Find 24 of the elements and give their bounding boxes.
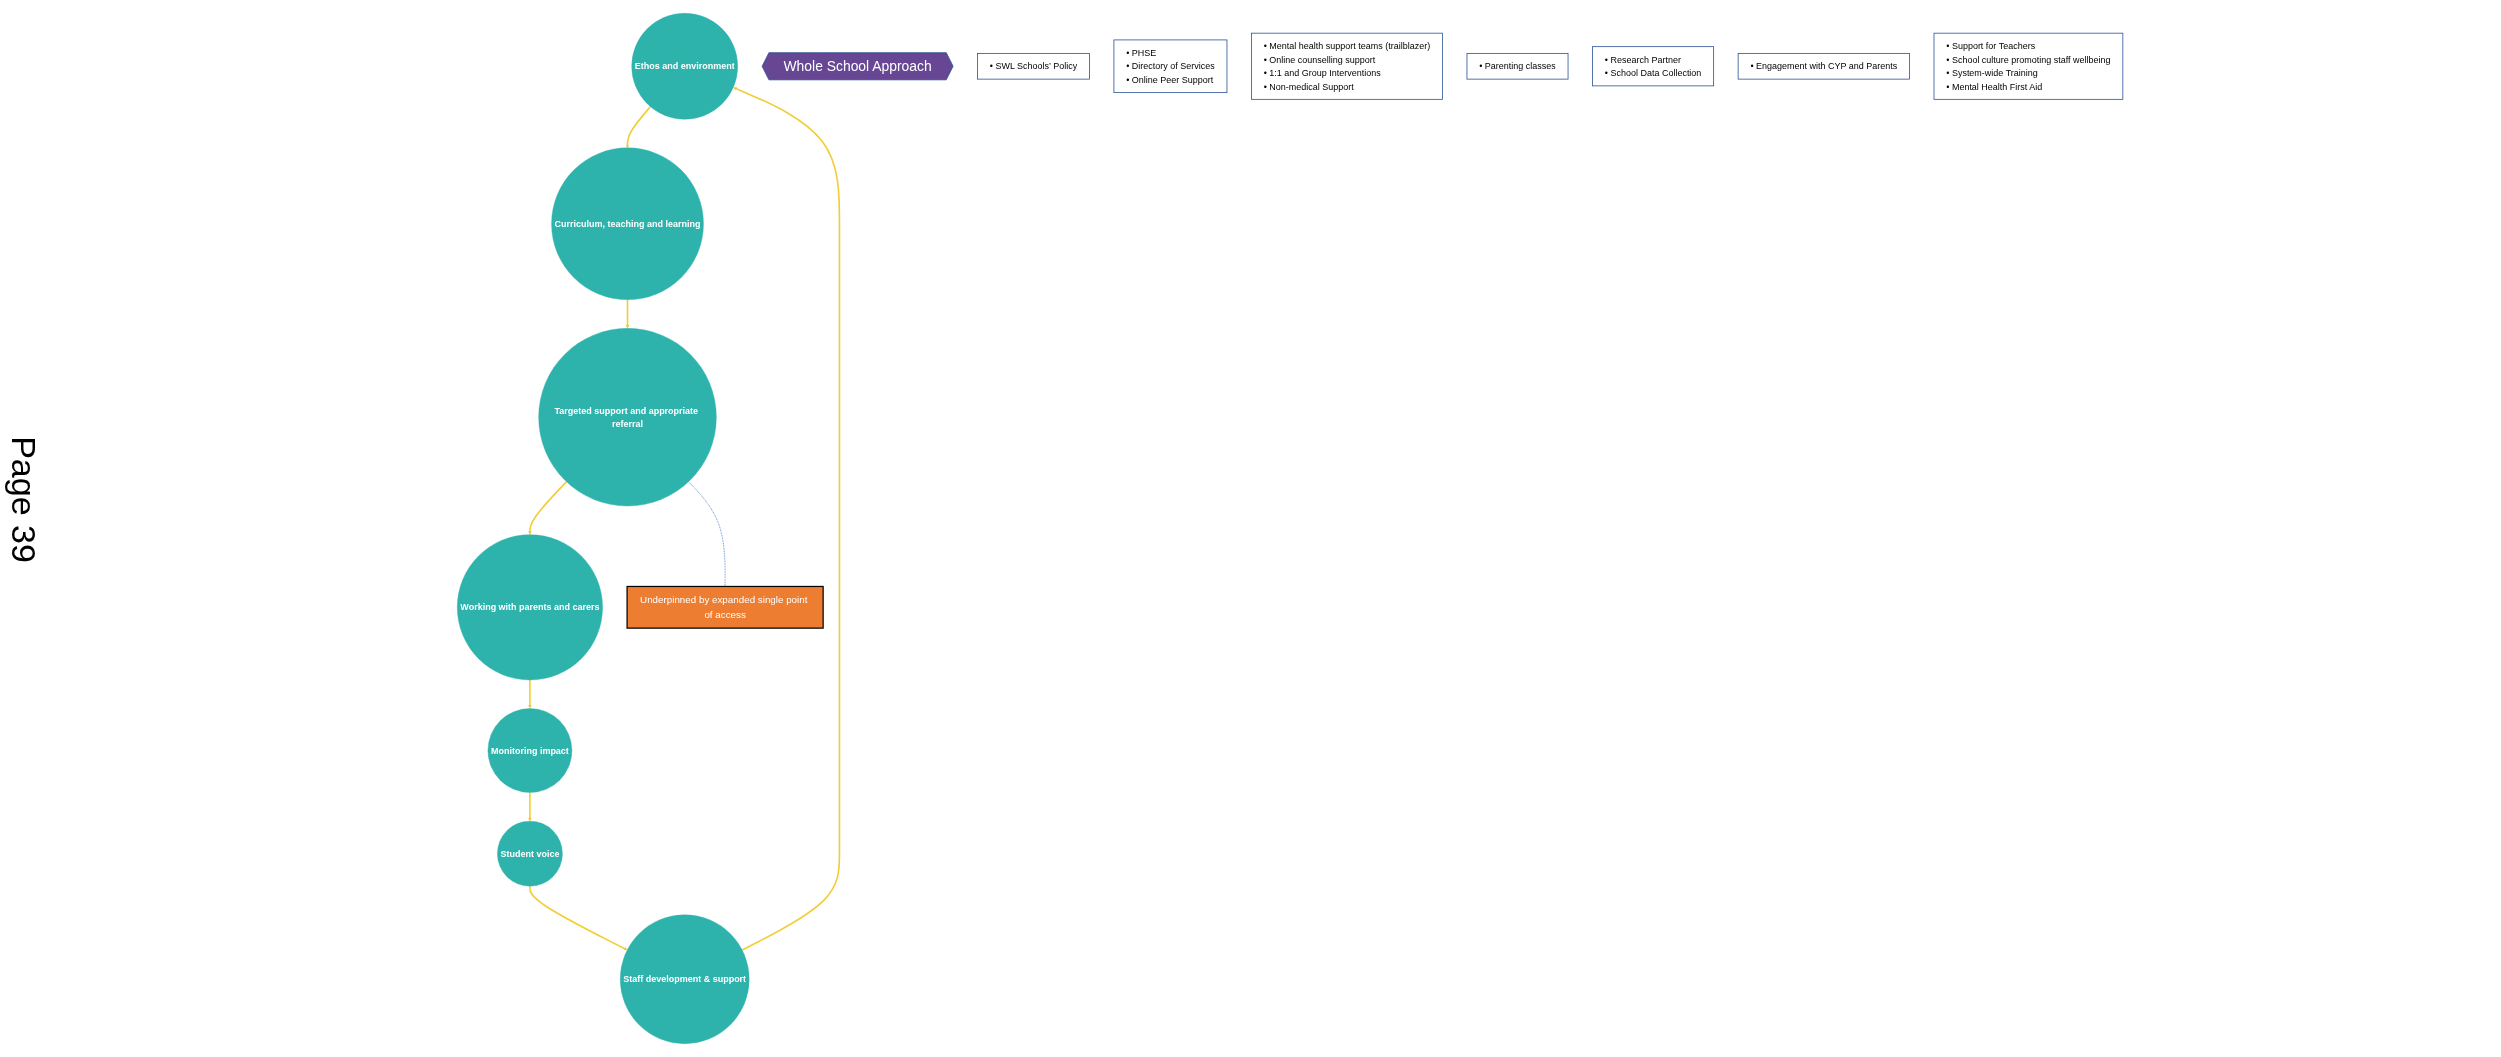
node-box: • Support for Teachers • School culture promoting staff wellbeing • System-wide Training • Mental Health First Aid (1933, 32, 2124, 100)
node-box: • Research Partner • School Data Collection (1592, 46, 1714, 87)
node-box: • Mental health support teams (trailblazer) • Online counselling support • 1:1 and Group Interventions • Non-medical Support (1251, 32, 1443, 100)
arrow (733, 87, 841, 951)
arrow (528, 679, 532, 709)
node-circle: Ethos and environment (631, 13, 738, 120)
arrow (528, 791, 532, 822)
page-number: Page 39 (3, 436, 43, 563)
connector (688, 481, 726, 587)
arrow (529, 885, 628, 951)
node-circle: Student voice (497, 820, 563, 887)
arrow (528, 480, 568, 535)
node-box: • PHSE • Directory of Services • Online Peer Support (1113, 39, 1228, 93)
node-circle: Working with parents and carers (457, 534, 603, 681)
node-circle: Monitoring impact (487, 708, 573, 793)
node-circle: Targeted support and appropriate referral (538, 328, 717, 507)
node-box: Underpinned by expanded single point of access (626, 585, 824, 629)
node-circle: Curriculum, teaching and learning (551, 147, 704, 300)
node-box: • Engagement with CYP and Parents (1737, 53, 1910, 80)
arrow (625, 298, 630, 329)
node-box: • Parenting classes (1466, 53, 1569, 80)
arrow (625, 105, 652, 148)
node-box: • SWL Schools’ Policy (977, 53, 1090, 80)
node-circle: Staff development & support (619, 914, 750, 1044)
